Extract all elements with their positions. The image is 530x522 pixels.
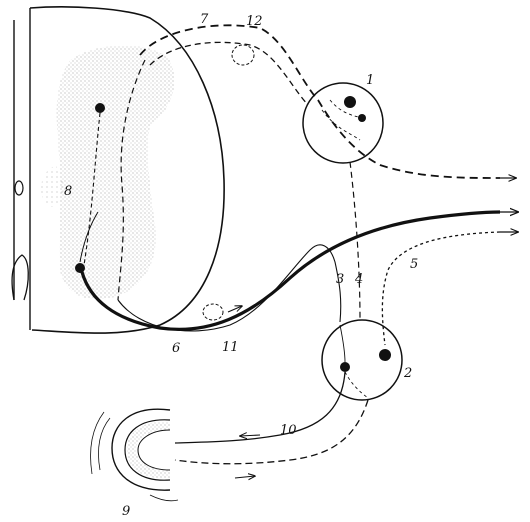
motor-neuron <box>75 211 99 273</box>
efferent-fiber-8 <box>80 210 501 331</box>
label-5: 5 <box>410 257 418 272</box>
spinal-cord-half <box>11 6 225 334</box>
gray-matter <box>56 45 175 300</box>
ganglion-1 <box>302 82 384 164</box>
label-9: 9 <box>122 504 130 519</box>
postganglionic-fiber-10 <box>174 371 346 444</box>
fiber-5 <box>381 231 501 346</box>
label-8: 8 <box>64 184 72 199</box>
label-1: 1 <box>366 73 374 88</box>
label-6: 6 <box>172 341 180 356</box>
afferent-fiber-7 <box>139 24 501 179</box>
intercalated-neuron <box>83 103 105 266</box>
preganglionic-fiber-11 <box>117 244 342 332</box>
small-ganglion-11 <box>202 303 224 321</box>
diagram-labels: 1 2 3 4 5 6 7 8 9 10 11 12 <box>64 12 418 519</box>
ganglion-2 <box>321 319 403 401</box>
label-7: 7 <box>200 12 209 27</box>
label-12: 12 <box>246 14 263 29</box>
central-canal <box>14 180 24 196</box>
small-ganglion-12 <box>231 44 255 66</box>
label-3: 3 <box>336 272 344 287</box>
label-4: 4 <box>354 272 363 287</box>
label-2: 2 <box>403 366 412 381</box>
effector-organ-9 <box>90 408 179 502</box>
label-11: 11 <box>222 340 239 355</box>
label-10: 10 <box>280 423 297 438</box>
